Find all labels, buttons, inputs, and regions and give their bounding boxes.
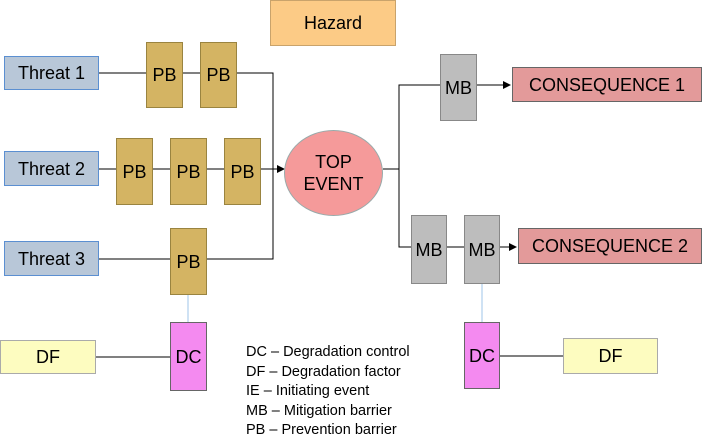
legend-item-ie: IE – Initiating event bbox=[246, 383, 370, 399]
consequence-2-label: CONSEQUENCE 2 bbox=[531, 236, 689, 256]
pb-label: PB bbox=[206, 65, 231, 85]
mitigation-barrier-1a: MB bbox=[440, 54, 477, 121]
mb-label: MB bbox=[445, 77, 472, 98]
top-event-line-1: TOP bbox=[315, 152, 352, 172]
pb-label: PB bbox=[122, 161, 147, 182]
prevention-barrier-2c: PB bbox=[224, 138, 261, 205]
top-event-line-2: EVENT bbox=[303, 174, 364, 194]
legend-item-mb: MB – Mitigation barrier bbox=[246, 402, 392, 419]
legend-item-dc: DC – Degradation control bbox=[246, 344, 410, 360]
degradation-factor-left: DF bbox=[0, 340, 96, 374]
threat-1-label: Threat 1 bbox=[17, 63, 86, 83]
mb-label: MB bbox=[415, 239, 443, 260]
top-event: TOP EVENT bbox=[284, 130, 383, 216]
degradation-control-left: DC bbox=[170, 322, 207, 391]
consequence-2-box: CONSEQUENCE 2 bbox=[518, 228, 702, 264]
legend: DC – Degradation control DF – Degradatio… bbox=[246, 343, 410, 441]
prevention-barrier-1a: PB bbox=[146, 42, 183, 108]
dc-label: DC bbox=[469, 345, 495, 366]
threat-1-box: Threat 1 bbox=[4, 56, 99, 90]
degradation-factor-right: DF bbox=[563, 338, 658, 374]
degradation-control-right: DC bbox=[464, 322, 500, 389]
df-label: DF bbox=[36, 347, 60, 367]
mitigation-barrier-2b: MB bbox=[464, 215, 500, 284]
df-label: DF bbox=[598, 346, 623, 366]
prevention-barrier-1b: PB bbox=[200, 42, 237, 108]
threat-2-box: Threat 2 bbox=[4, 151, 99, 186]
pb-label: PB bbox=[176, 251, 201, 272]
pb-label: PB bbox=[176, 161, 201, 182]
consequence-1-label: CONSEQUENCE 1 bbox=[528, 74, 686, 95]
consequence-1-box: CONSEQUENCE 1 bbox=[512, 67, 702, 102]
prevention-barrier-2b: PB bbox=[170, 138, 207, 205]
threat-3-box: Threat 3 bbox=[4, 241, 99, 276]
pb-label: PB bbox=[152, 65, 177, 85]
dc-label: DC bbox=[175, 346, 202, 367]
threat-2-label: Threat 2 bbox=[17, 158, 86, 179]
pb-label: PB bbox=[230, 161, 255, 182]
hazard-box: Hazard bbox=[270, 0, 396, 46]
threat-3-label: Threat 3 bbox=[17, 248, 86, 269]
prevention-barrier-3a: PB bbox=[170, 228, 207, 295]
hazard-label: Hazard bbox=[303, 13, 363, 33]
prevention-barrier-2a: PB bbox=[116, 138, 153, 205]
legend-item-df: DF – Degradation factor bbox=[246, 363, 401, 380]
legend-item-pb: PB – Prevention barrier bbox=[246, 422, 397, 438]
mb-label: MB bbox=[468, 239, 496, 260]
mitigation-barrier-2a: MB bbox=[411, 215, 447, 284]
